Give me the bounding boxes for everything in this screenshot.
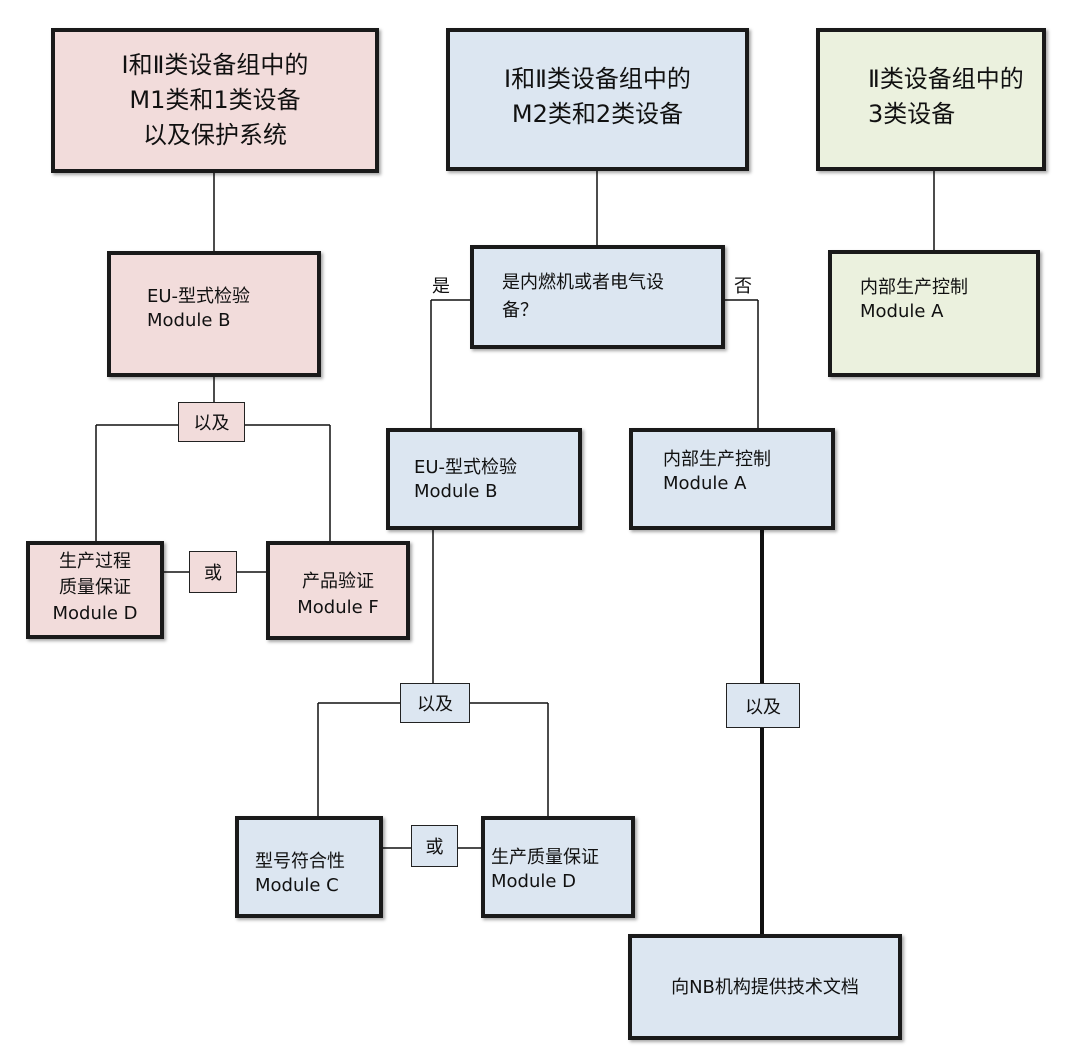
box-group-m1-cat1-label: Ⅰ和Ⅱ类设备组中的 M1类和1类设备 以及保护系统 — [121, 51, 309, 149]
box-group-cat3: Ⅱ类设备组中的 3类设备 — [816, 28, 1046, 171]
tag-or-left-label: 或 — [204, 563, 222, 584]
box-mid-eu-type-exam: EU-型式检验 Module B — [386, 428, 582, 530]
box-nb-technical-docs-label: 向NB机构提供技术文档 — [671, 977, 859, 998]
label-yes: 是 — [432, 276, 450, 297]
box-type-conformity-label: 型号符合性 Module C — [255, 851, 345, 896]
tag-and-left: 以及 — [178, 402, 245, 442]
box-mid-internal-control: 内部生产控制 Module A — [629, 428, 835, 530]
box-group-m2-cat2: Ⅰ和Ⅱ类设备组中的 M2类和2类设备 — [446, 28, 749, 171]
tag-and-right-label: 以及 — [745, 696, 781, 718]
tag-or-mid-label: 或 — [425, 837, 444, 858]
box-mid-internal-control-label: 内部生产控制 Module A — [663, 449, 771, 494]
tag-or-left: 或 — [189, 551, 237, 593]
tag-or-mid: 或 — [411, 825, 458, 867]
box-nb-technical-docs: 向NB机构提供技术文档 — [628, 934, 902, 1040]
box-decision-label: 是内燃机或者电气设 备？ — [502, 272, 664, 321]
box-mid-eu-type-exam-label: EU-型式检验 Module B — [414, 457, 518, 502]
label-no: 否 — [734, 276, 752, 297]
box-group-m2-cat2-label: Ⅰ和Ⅱ类设备组中的 M2类和2类设备 — [504, 65, 691, 128]
box-left-eu-type-exam: EU-型式检验 Module B — [107, 251, 321, 377]
tag-and-mid-label: 以及 — [417, 694, 453, 715]
box-left-eu-type-exam-label: EU-型式检验 Module B — [147, 286, 251, 331]
box-group-cat3-label: Ⅱ类设备组中的 3类设备 — [868, 65, 1024, 128]
box-left-product-verification: 产品验证 Module F — [266, 541, 410, 640]
tag-and-mid: 以及 — [400, 683, 470, 723]
box-type-conformity: 型号符合性 Module C — [235, 816, 383, 918]
box-left-product-verification-label: 产品验证 Module F — [297, 571, 379, 618]
box-production-qa-label: 生产质量保证 Module D — [491, 847, 599, 892]
box-right-internal-control: 内部生产控制 Module A — [828, 250, 1040, 377]
box-decision: 是内燃机或者电气设 备？ — [470, 245, 725, 349]
box-left-production-qa: 生产过程 质量保证 Module D — [26, 541, 164, 639]
tag-and-left-label: 以及 — [193, 413, 230, 434]
box-left-production-qa-label: 生产过程 质量保证 Module D — [52, 551, 138, 624]
box-right-internal-control-label: 内部生产控制 Module A — [860, 277, 968, 322]
box-production-qa: 生产质量保证 Module D — [481, 816, 635, 918]
tag-and-right: 以及 — [726, 683, 800, 728]
box-group-m1-cat1: Ⅰ和Ⅱ类设备组中的 M1类和1类设备 以及保护系统 — [51, 28, 379, 173]
